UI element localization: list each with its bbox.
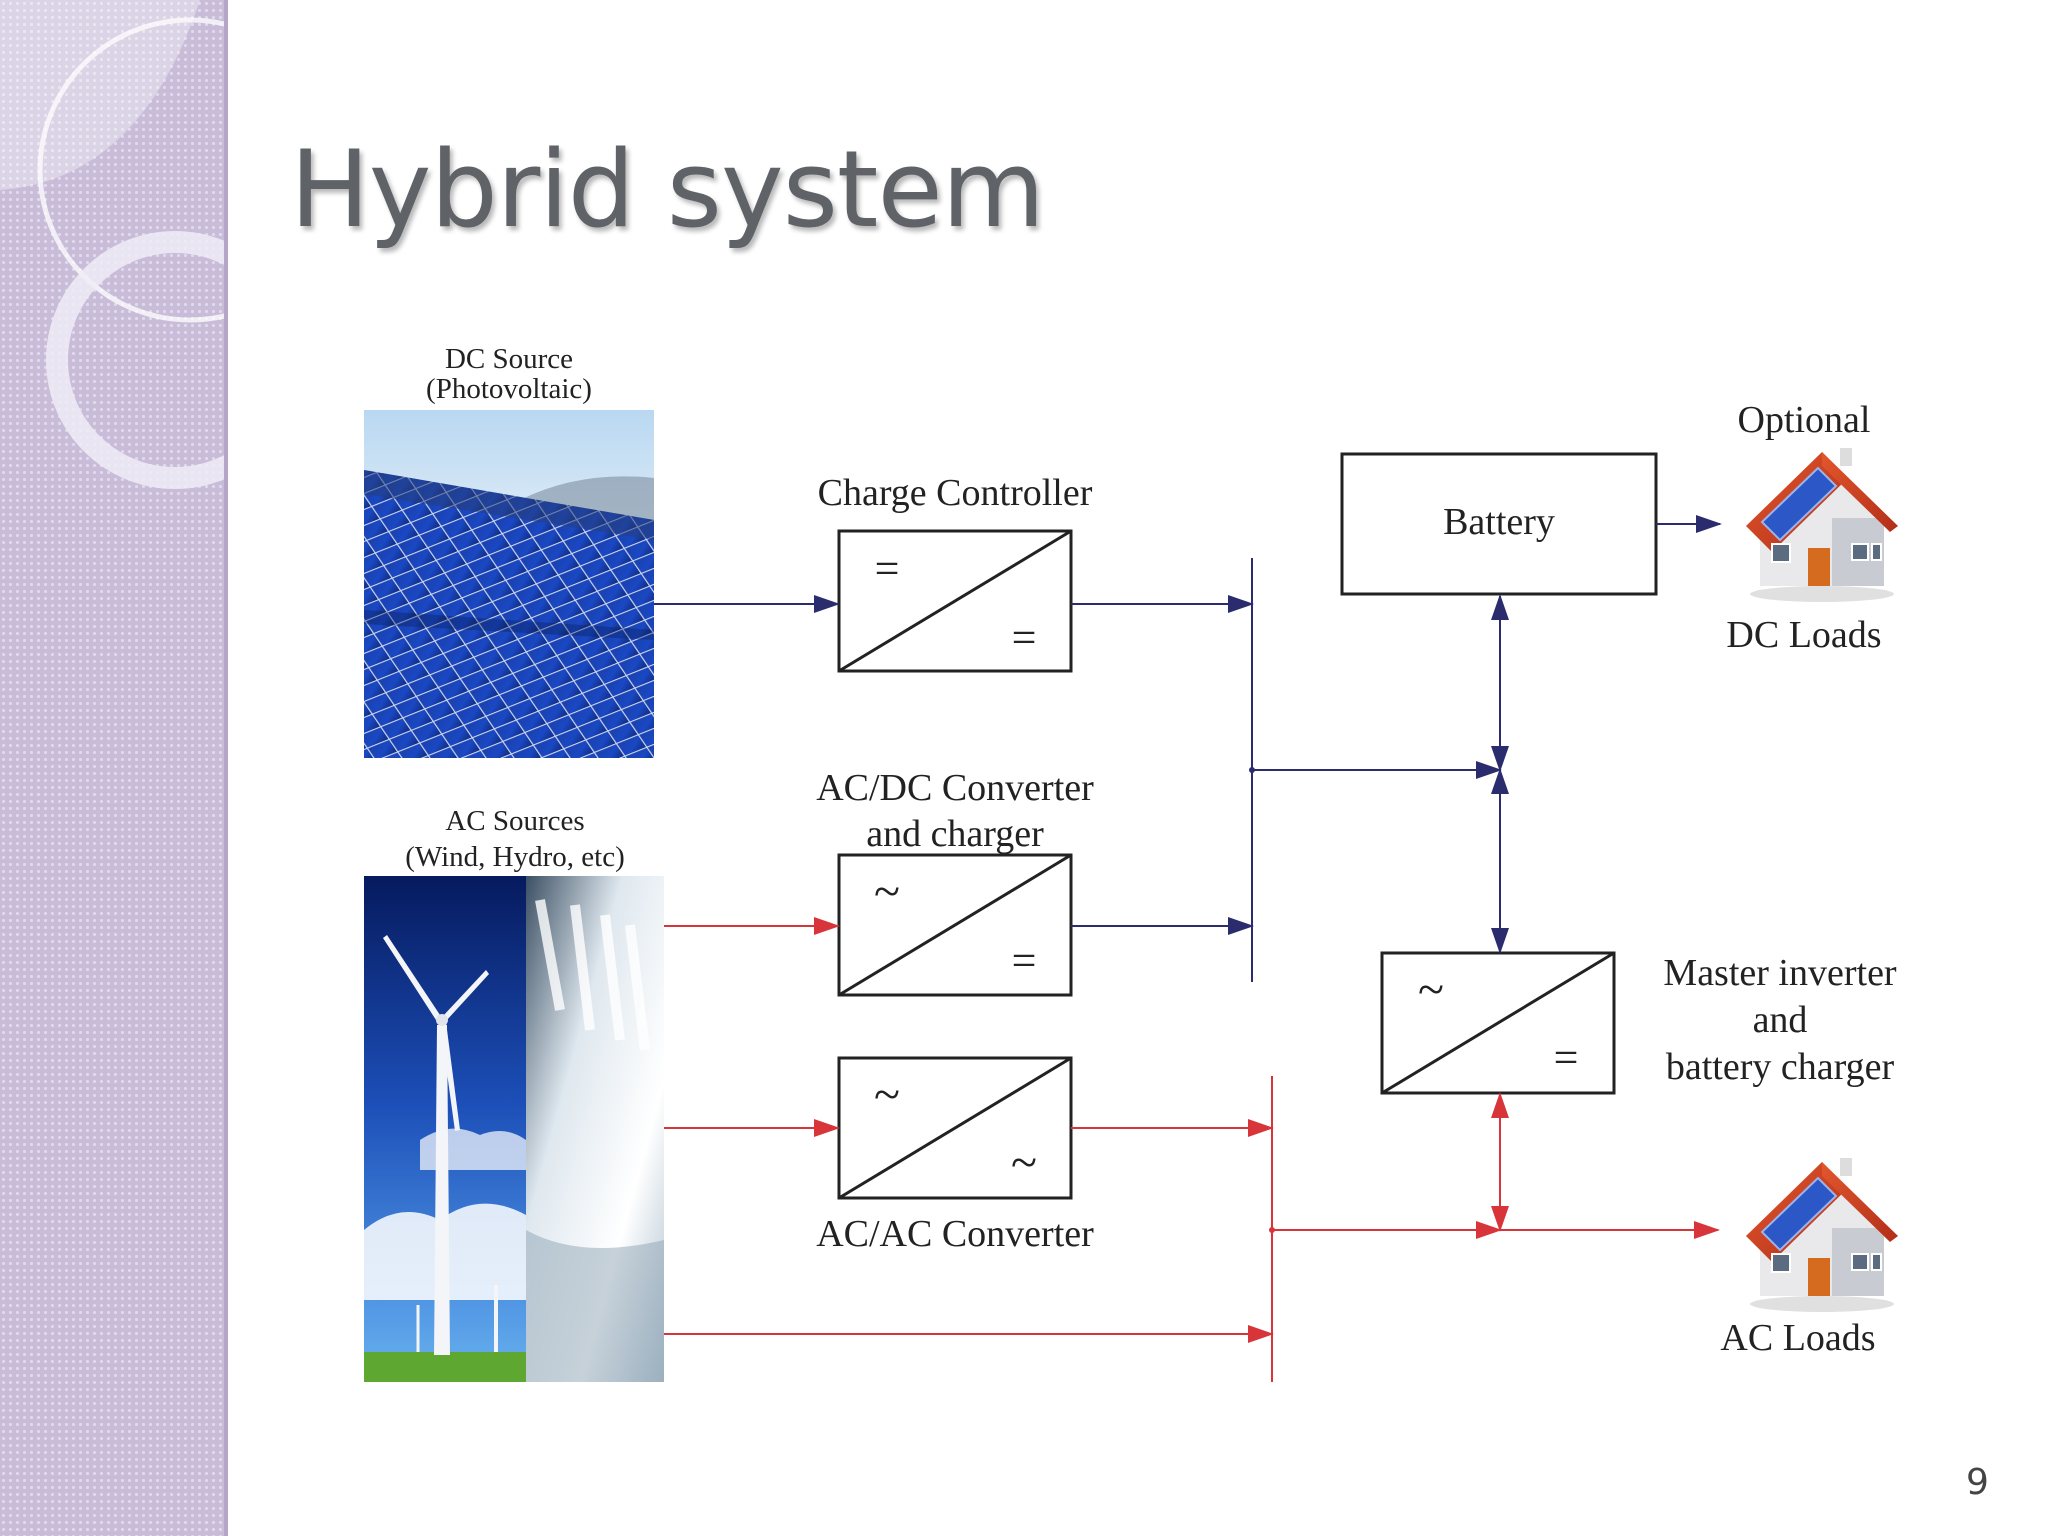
sidebar-edge xyxy=(224,0,228,1536)
master-inverter-and-label: and xyxy=(1753,999,1808,1041)
acac-converter-label: AC/AC Converter xyxy=(816,1213,1094,1255)
sidebar-ring-small xyxy=(46,231,228,489)
battery-label: Battery xyxy=(1443,501,1555,543)
house-icon xyxy=(1745,1157,1899,1313)
wind-turbine-image xyxy=(364,876,526,1382)
ac-sources-label: AC Sources xyxy=(445,805,584,837)
master-inverter-label: Master inverter xyxy=(1663,952,1897,994)
dc-source-label: DC Source xyxy=(445,343,573,375)
dc-source-sublabel: (Photovoltaic) xyxy=(426,373,592,405)
optional-label: Optional xyxy=(1738,399,1871,441)
solar-panel-image xyxy=(364,410,654,758)
acdc-in-symbol: ~ xyxy=(874,865,900,918)
charge-controller-out-symbol: = xyxy=(1012,613,1037,662)
acac-out-symbol: ~ xyxy=(1011,1136,1037,1189)
acdc-converter-label: AC/DC Converter xyxy=(816,767,1094,809)
sidebar-rings xyxy=(0,0,228,489)
acac-converter-block xyxy=(837,1056,1073,1200)
master-inverter-block xyxy=(1380,951,1616,1095)
battery-block xyxy=(1340,452,1658,596)
master-inverter-sublabel: battery charger xyxy=(1666,1046,1895,1088)
acdc-converter-sublabel: and charger xyxy=(866,813,1044,855)
sidebar-corner-shape xyxy=(0,0,200,190)
charge-controller-block xyxy=(837,529,1073,673)
acdc-converter-block xyxy=(837,853,1073,997)
inverter-out-symbol: = xyxy=(1554,1033,1579,1082)
ac-bus-junction xyxy=(1269,1227,1275,1233)
dc-loads-label: DC Loads xyxy=(1726,614,1881,656)
sidebar-ring-large xyxy=(37,17,228,323)
page-number: 9 xyxy=(1966,1462,1989,1503)
house-icon xyxy=(1745,447,1899,603)
charge-controller-label: Charge Controller xyxy=(818,472,1093,514)
acdc-out-symbol: = xyxy=(1012,936,1037,985)
hydro-dam-image xyxy=(526,876,664,1382)
sidebar-decoration xyxy=(0,0,228,1536)
slide-title: Hybrid system xyxy=(290,128,1045,251)
ac-sources-sublabel: (Wind, Hydro, etc) xyxy=(405,841,624,873)
dc-bus-junction xyxy=(1249,767,1255,773)
inverter-in-symbol: ~ xyxy=(1418,963,1444,1016)
acac-in-symbol: ~ xyxy=(874,1068,900,1121)
ac-loads-label: AC Loads xyxy=(1720,1317,1875,1359)
charge-controller-in-symbol: = xyxy=(875,544,900,593)
